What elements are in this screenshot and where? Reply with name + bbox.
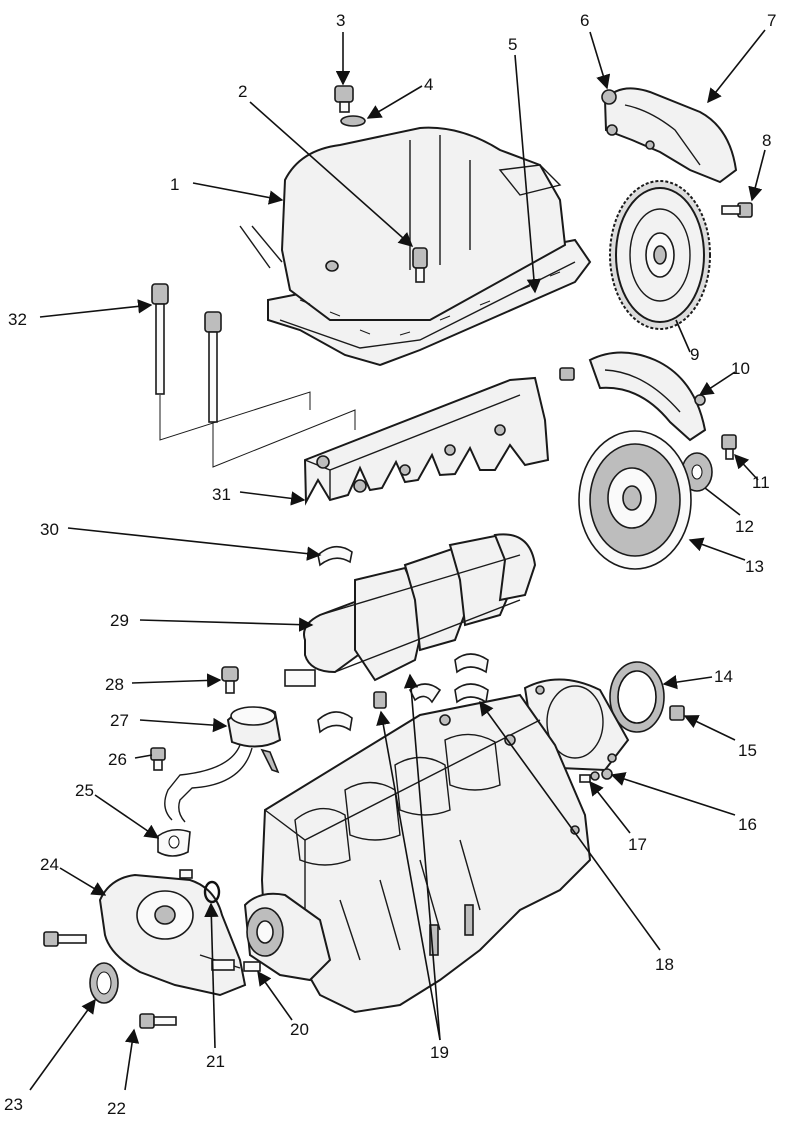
oil-pump [98, 873, 247, 997]
callout-21: 21 [206, 1052, 225, 1071]
clutch-disc [578, 430, 692, 570]
water-pump [243, 892, 332, 982]
callout-31: 31 [212, 485, 231, 504]
callout-10: 10 [731, 359, 750, 378]
front-seal [89, 962, 119, 1004]
backing-plate [559, 351, 707, 442]
callout-28: 28 [105, 675, 124, 694]
o-ring [203, 880, 221, 904]
flywheel-bolt [721, 202, 753, 218]
leader-lines [29, 29, 766, 1091]
callout-9: 9 [690, 345, 699, 364]
callout-19: 19 [430, 1043, 449, 1062]
callout-16: 16 [738, 815, 757, 834]
callout-13: 13 [745, 557, 764, 576]
oil-pump-bolt [43, 931, 87, 947]
callout-15: 15 [738, 741, 757, 760]
oil-pan [239, 126, 592, 367]
thrust-washer [373, 683, 442, 709]
callout-labels: 1 2 3 4 5 6 7 8 9 10 11 12 13 14 15 16 1… [4, 11, 776, 1118]
crankshaft [284, 533, 537, 687]
callout-20: 20 [290, 1020, 309, 1039]
callout-14: 14 [714, 667, 733, 686]
callout-5: 5 [508, 35, 517, 54]
callout-22: 22 [107, 1099, 126, 1118]
drain-plug [334, 85, 354, 113]
retainer-bolt [669, 705, 685, 721]
pickup-nut [150, 747, 166, 771]
callout-7: 7 [767, 11, 776, 30]
dowel-sleeve [243, 961, 261, 972]
rear-main-seal [609, 661, 665, 733]
dowel-pin [579, 774, 591, 783]
callout-11: 11 [752, 473, 770, 492]
callout-24: 24 [40, 855, 59, 874]
callout-18: 18 [655, 955, 674, 974]
oil-pickup-tube [164, 706, 282, 823]
oil-pan-bolt [412, 247, 428, 283]
bearing-shell-lower [317, 653, 489, 734]
timing-cover [603, 87, 738, 184]
pickup-gasket [157, 828, 191, 857]
callout-17: 17 [628, 835, 647, 854]
callout-12: 12 [735, 517, 754, 536]
pump-cover-bolt [139, 1013, 177, 1029]
callout-1: 1 [170, 175, 179, 194]
callout-3: 3 [336, 11, 345, 30]
bearing-shell-upper [317, 545, 353, 567]
callout-2: 2 [238, 82, 247, 101]
callout-32: 32 [8, 310, 27, 329]
cover-bolt [601, 89, 617, 105]
callout-29: 29 [110, 611, 129, 630]
callout-6: 6 [580, 11, 589, 30]
dowel-small [179, 869, 193, 879]
callout-25: 25 [75, 781, 94, 800]
pickup-bolt [221, 666, 239, 694]
bearing-cap-bridge [303, 376, 550, 506]
callout-8: 8 [762, 131, 771, 150]
flywheel [609, 180, 711, 330]
drain-washer [340, 115, 366, 127]
callout-23: 23 [4, 1095, 23, 1114]
callout-30: 30 [40, 520, 59, 539]
callout-27: 27 [110, 711, 129, 730]
bridge-bolts [151, 283, 356, 468]
callout-26: 26 [108, 750, 127, 769]
pressure-plate-bolt [721, 434, 737, 460]
callout-4: 4 [424, 75, 433, 94]
